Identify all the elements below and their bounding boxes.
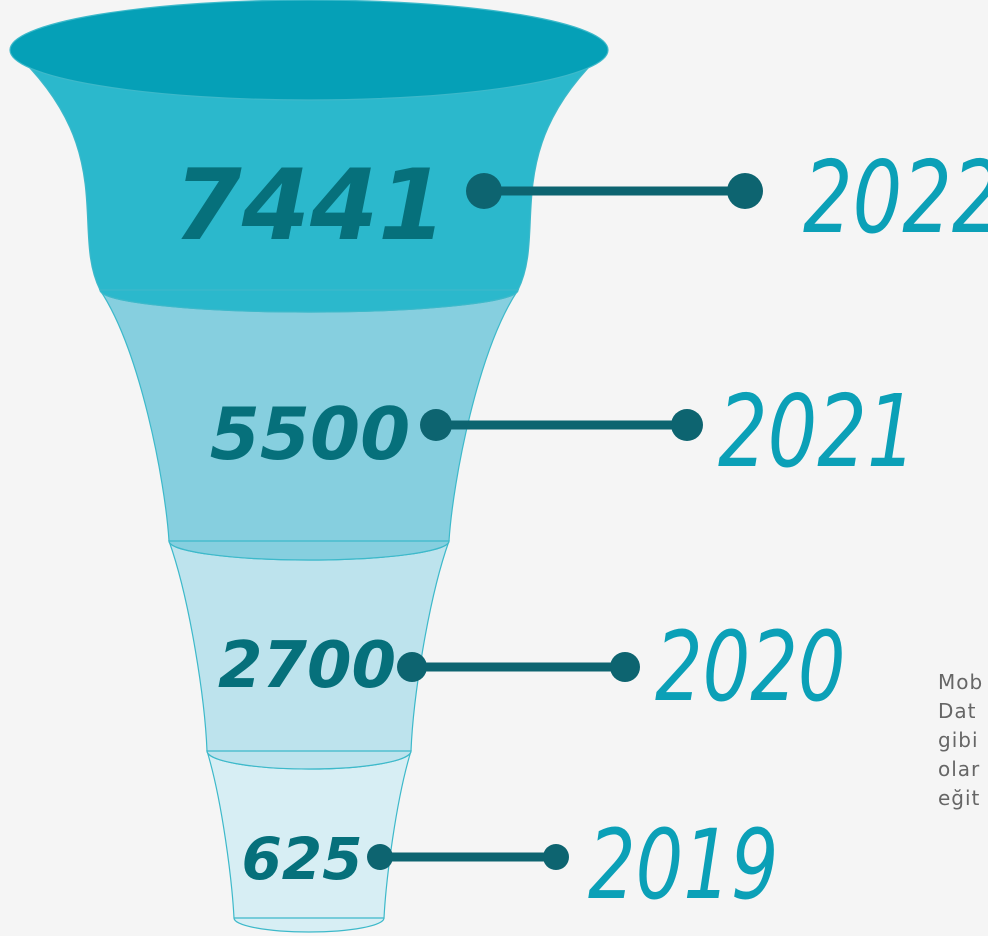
funnel-segment-body-2021 <box>98 289 520 542</box>
year-label-2020: 2020 <box>655 612 846 724</box>
funnel-segment-2022 <box>9 0 609 313</box>
connector-dot-start-2019 <box>367 844 393 870</box>
value-label-2020: 2700 <box>218 629 396 703</box>
year-label-2022: 2022 <box>803 141 988 257</box>
side-text-line-4: olar <box>938 757 981 781</box>
funnel-segment-body-2020 <box>168 540 450 752</box>
year-label-2021: 2021 <box>718 375 916 491</box>
connector-dot-end-2022 <box>727 173 763 209</box>
side-text-line-1: Mob <box>938 670 984 694</box>
value-label-2022: 7441 <box>174 149 447 263</box>
side-text-line-5: eğit <box>938 786 981 810</box>
funnel-segment-body-2022 <box>10 49 608 291</box>
connector-dot-start-2020 <box>397 652 427 682</box>
funnel-segment-body-2019 <box>206 750 412 919</box>
side-text-line-3: gibi <box>938 728 979 752</box>
connector-dot-end-2020 <box>610 652 640 682</box>
connector-dot-start-2022 <box>466 173 502 209</box>
side-description: Mob Dat gibi olar eğit <box>938 668 988 813</box>
connector-dot-end-2019 <box>543 844 569 870</box>
side-text-line-2: Dat <box>938 699 977 723</box>
year-label-2019: 2019 <box>588 810 779 922</box>
value-label-2019: 625 <box>241 825 362 893</box>
connector-dot-end-2021 <box>671 409 703 441</box>
funnel-segment-top-2022 <box>9 0 609 101</box>
value-label-2021: 5500 <box>210 392 410 476</box>
connector-dot-start-2021 <box>420 409 452 441</box>
